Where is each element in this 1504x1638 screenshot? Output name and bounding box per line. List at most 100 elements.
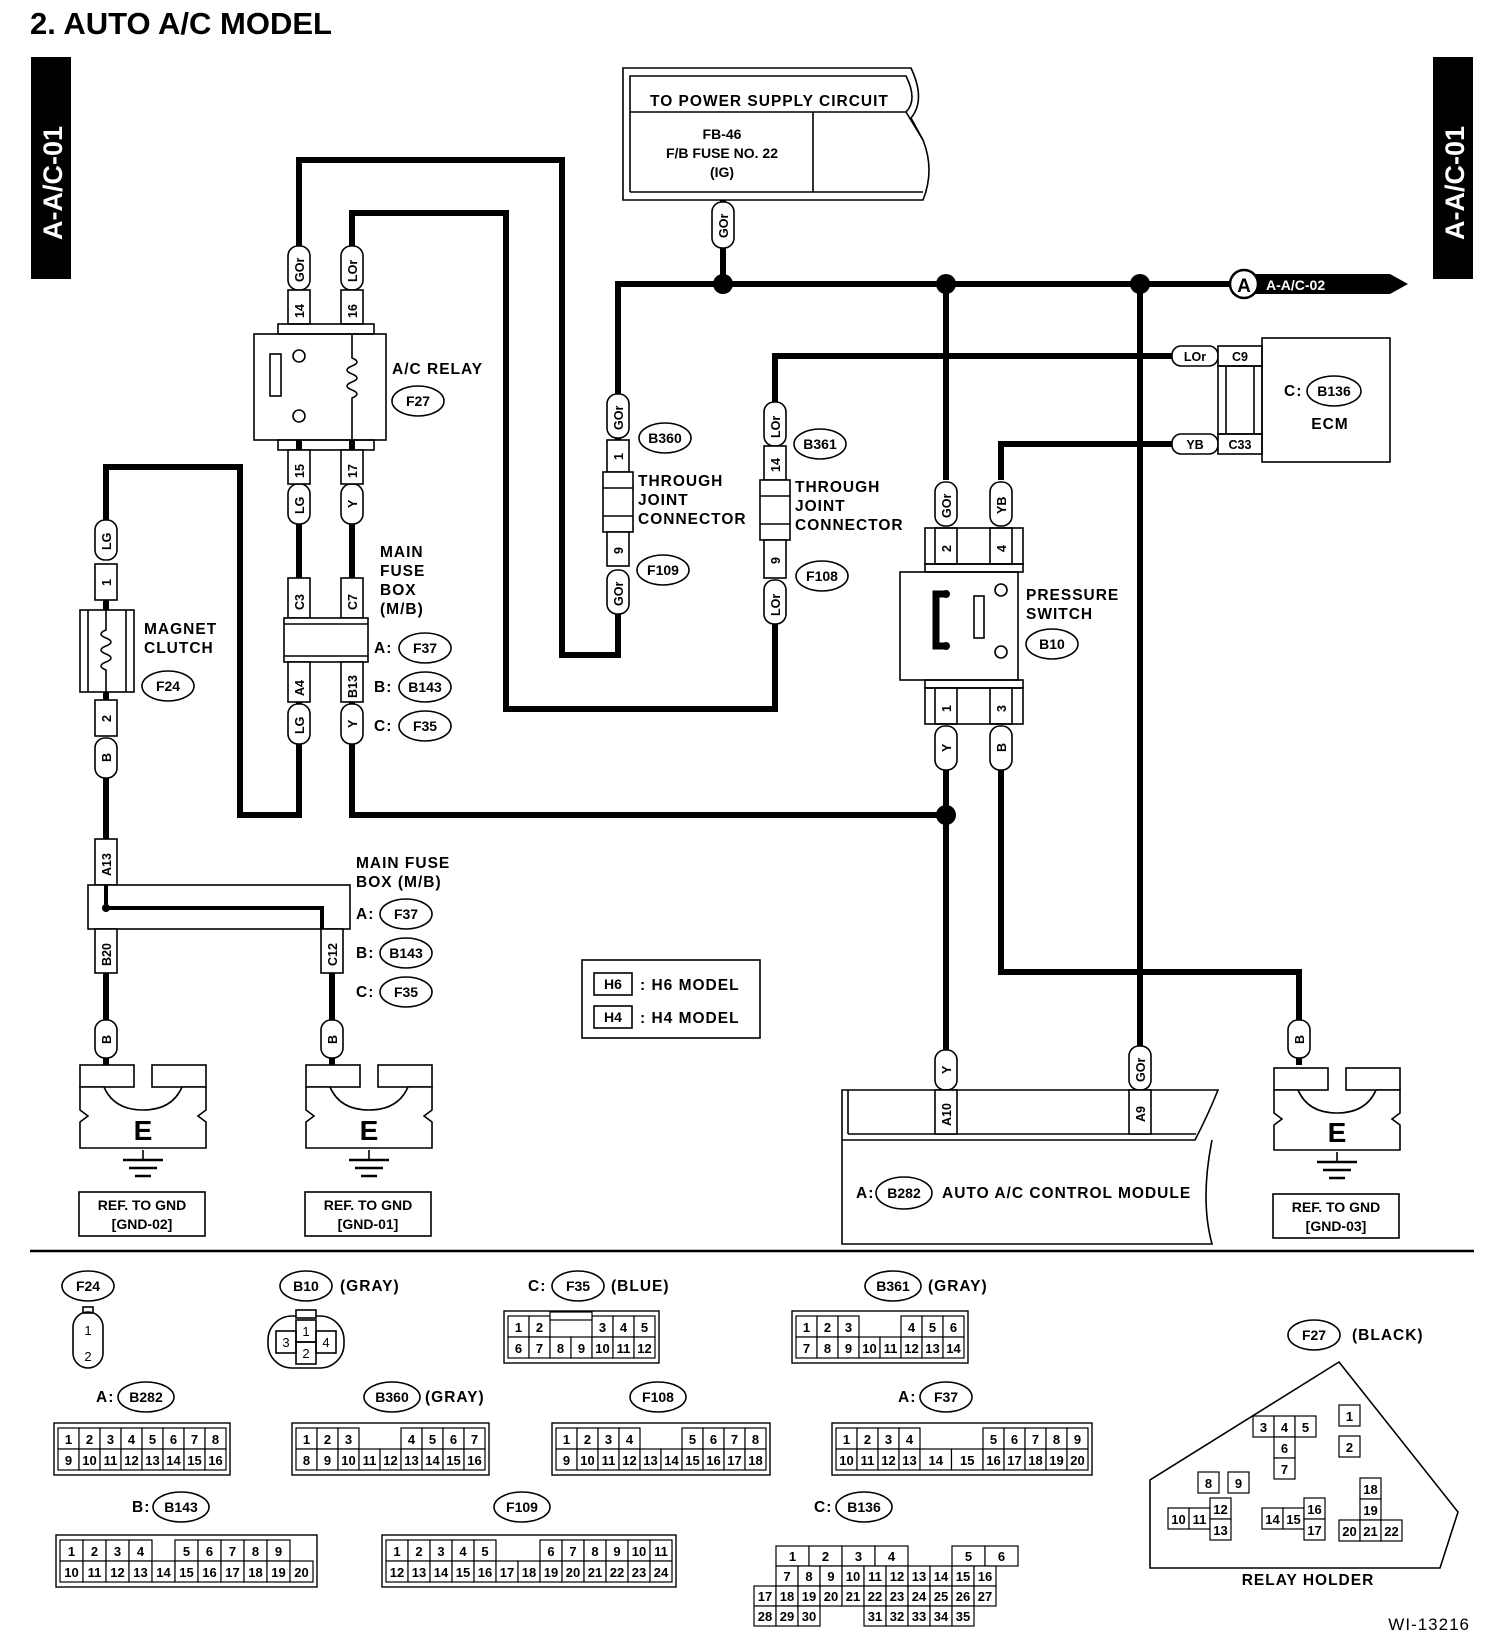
svg-text:B: B — [1293, 1035, 1307, 1044]
svg-text:B10: B10 — [1039, 636, 1065, 652]
pin-number: 3 — [599, 1320, 606, 1335]
pin-number: 31 — [868, 1609, 882, 1624]
pin-number: 6 — [950, 1320, 957, 1335]
svg-text:F108: F108 — [642, 1389, 674, 1405]
pin-number: 11 — [868, 1569, 882, 1584]
pin-number: 7 — [783, 1569, 790, 1584]
power-supply-heading: TO POWER SUPPLY CIRCUIT — [650, 93, 889, 110]
main-fuse-box-upper: C3 C7 A4 B13 MAIN FUSE BOX (M/B) A: F37 … — [283, 544, 452, 742]
svg-text:ECM: ECM — [1311, 416, 1348, 433]
svg-text:PRESSURE: PRESSURE — [1026, 587, 1119, 604]
ac-relay-conn: F27 — [406, 393, 430, 409]
pin-number: 8 — [303, 1453, 310, 1468]
pin-number: 8 — [1205, 1476, 1212, 1491]
svg-text:E: E — [134, 1115, 153, 1146]
svg-text:A10: A10 — [940, 1103, 954, 1126]
svg-text:(GRAY): (GRAY) — [340, 1278, 400, 1295]
svg-text:F37: F37 — [934, 1389, 958, 1405]
pin-number: 10 — [846, 1569, 860, 1584]
svg-text:Y: Y — [940, 1065, 954, 1074]
svg-text:CLUTCH: CLUTCH — [144, 640, 214, 657]
svg-text:(BLACK): (BLACK) — [1352, 1327, 1424, 1344]
pin-number: 30 — [802, 1609, 816, 1624]
pin-number: 1 — [789, 1549, 796, 1564]
svg-text:2: 2 — [940, 545, 954, 552]
svg-text:3: 3 — [995, 705, 1009, 712]
pin-number: 18 — [1363, 1482, 1377, 1497]
pin-number: 18 — [1028, 1453, 1042, 1468]
magnet-clutch: 1 2 MAGNET CLUTCH F24 — [79, 563, 216, 737]
pin-number: 13 — [133, 1565, 147, 1580]
svg-text:B282: B282 — [129, 1389, 163, 1405]
wire-tag-b-ps-switch: B — [989, 725, 1013, 771]
pin-number: 20 — [294, 1565, 308, 1580]
svg-text:1: 1 — [940, 705, 954, 712]
svg-text:GOr: GOr — [293, 258, 307, 282]
pin-number: 8 — [752, 1432, 759, 1447]
pin-number: 15 — [685, 1453, 699, 1468]
pin-number: 14 — [934, 1569, 949, 1584]
pin-number: 21 — [588, 1565, 602, 1580]
pin-number: 9 — [578, 1341, 585, 1356]
pin-number: 15 — [456, 1565, 470, 1580]
pin-number: 13 — [912, 1569, 926, 1584]
pin-number: 9 — [845, 1341, 852, 1356]
pin-number: 4 — [620, 1320, 628, 1335]
pin-number: 22 — [868, 1589, 882, 1604]
pin-number: 17 — [1307, 1523, 1321, 1538]
pin-number: 5 — [641, 1320, 648, 1335]
pin-number: 4 — [137, 1544, 145, 1559]
svg-text:B: B — [326, 1035, 340, 1044]
svg-text:B:: B: — [356, 945, 374, 962]
svg-text:A:: A: — [96, 1389, 114, 1406]
pin-number: 3 — [437, 1544, 444, 1559]
svg-text:B361: B361 — [876, 1278, 910, 1294]
pin-number: 11 — [884, 1341, 898, 1356]
pin-number: 5 — [429, 1432, 436, 1447]
pin-number: 16 — [202, 1565, 216, 1580]
pin-number: 9 — [1074, 1432, 1081, 1447]
svg-text:1: 1 — [612, 453, 626, 460]
pin-number: 7 — [803, 1341, 810, 1356]
pin-number: 17 — [1007, 1453, 1021, 1468]
pin-number: 13 — [145, 1453, 159, 1468]
svg-text:4: 4 — [995, 545, 1009, 552]
through-joint-connector-2: 14 9 B361 THROUGH JOINT CONNECTOR F108 — [759, 428, 903, 592]
svg-text:F27: F27 — [1302, 1327, 1326, 1343]
svg-text:F37: F37 — [394, 906, 418, 922]
svg-text:B13: B13 — [346, 675, 360, 698]
wire-tag-lor-b361: LOr — [763, 401, 787, 447]
pin-number: 10 — [839, 1453, 853, 1468]
svg-text:LOr: LOr — [346, 260, 360, 282]
pin-number: 16 — [706, 1453, 720, 1468]
svg-text:: H6 MODEL: : H6 MODEL — [640, 977, 740, 994]
pin-number: 4 — [906, 1432, 914, 1447]
pin-number: 19 — [1049, 1453, 1063, 1468]
svg-text:: H4 MODEL: : H4 MODEL — [640, 1010, 740, 1027]
svg-text:B:: B: — [132, 1499, 150, 1516]
pin-number: 22 — [1384, 1524, 1398, 1539]
pin-number: 15 — [960, 1453, 974, 1468]
svg-text:F24: F24 — [76, 1278, 100, 1294]
svg-text:C12: C12 — [326, 943, 340, 966]
drawing-id: WI-13216 — [1388, 1615, 1470, 1634]
pin-number: 1 — [843, 1432, 850, 1447]
pin-number: 6 — [206, 1544, 213, 1559]
pin-number: 15 — [1286, 1512, 1300, 1527]
pin-number: 11 — [363, 1453, 377, 1468]
wire-tag-gor-ps-switch: GOr — [934, 481, 958, 527]
pin-number: 12 — [890, 1569, 904, 1584]
svg-text:YB: YB — [995, 497, 1009, 514]
pin-number: 1 — [515, 1320, 522, 1335]
svg-text:B143: B143 — [408, 679, 442, 695]
pin-number: 3 — [345, 1432, 352, 1447]
pin-number: 20 — [1342, 1524, 1356, 1539]
